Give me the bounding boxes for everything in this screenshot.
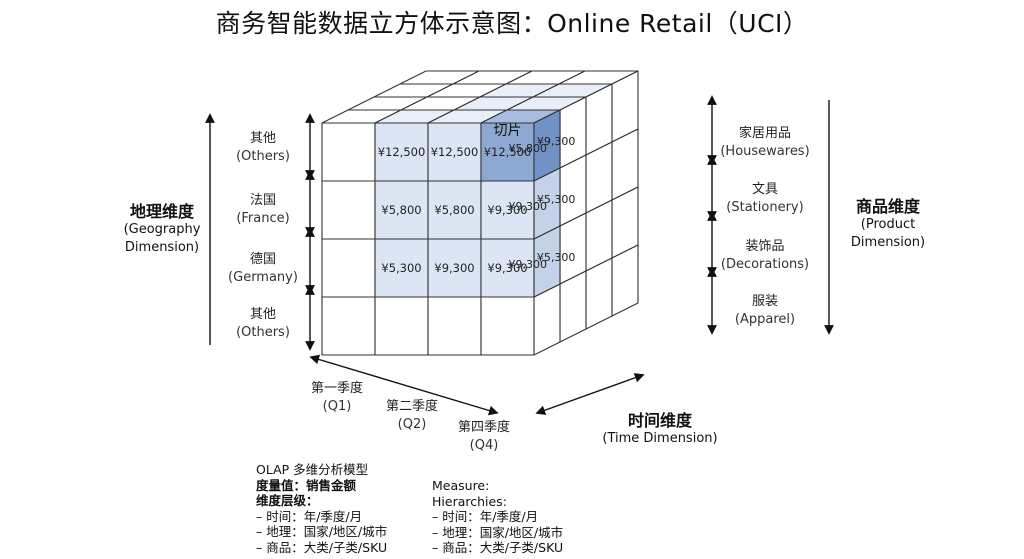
- side-cell-value: ¥9,300: [509, 200, 548, 213]
- cell-value: ¥12,500: [431, 145, 479, 159]
- geo-level-3: 德国(Germany): [228, 252, 298, 285]
- cell-value: ¥5,800: [381, 203, 421, 217]
- cube-right-face: [559, 270, 587, 343]
- cell-value: ¥12,500: [484, 145, 532, 159]
- product-level-1: 家居用品(Housewares): [720, 126, 810, 159]
- cell-value: ¥5,800: [434, 203, 474, 217]
- time-depth-arrow: [535, 373, 645, 415]
- cube-front-face: [321, 122, 376, 182]
- time-axis-arrow: [309, 354, 499, 416]
- slice-label: 切片: [494, 123, 522, 139]
- cell-value: ¥9,300: [487, 203, 527, 217]
- side-cell-value: ¥5,800: [509, 142, 548, 155]
- product-level-3: 装饰品(Decorations): [720, 239, 810, 272]
- highlight-side-face: [533, 225, 561, 298]
- time-level-1: 第一季度(Q1): [310, 381, 363, 414]
- cube-front-face: [321, 296, 376, 356]
- side-cell-value: ¥5,300: [537, 251, 576, 264]
- cube-front-face: [374, 296, 429, 356]
- geo-level-4: 其他(Others): [236, 307, 290, 340]
- geo-level-1: 其他(Others): [236, 131, 290, 164]
- product-level-2: 文具(Stationery): [726, 182, 804, 215]
- time-level-3: 第四季度(Q4): [457, 420, 510, 453]
- side-cell-value: ¥5,300: [537, 193, 576, 206]
- product-dimension-title: 商品维度 (Product Dimension): [850, 197, 926, 251]
- cell-value: ¥12,500: [378, 145, 426, 159]
- cube-right-face: [585, 257, 613, 330]
- side-cell-value: ¥9,300: [509, 258, 548, 271]
- side-cell-value: ¥9,300: [537, 135, 576, 148]
- geography-dimension-title: 地理维度 (Geography Dimension): [123, 202, 201, 256]
- cube-right-face: [611, 244, 639, 317]
- cube-front-face: [321, 180, 376, 240]
- time-dimension-title: 时间维度 (Time Dimension): [602, 411, 718, 447]
- legend-heading: OLAP 多维分析模型: [256, 462, 369, 477]
- cube-front-face: [427, 296, 482, 356]
- geo-level-2: 法国(France): [236, 193, 290, 226]
- legend-chinese: OLAP 多维分析模型 度量值：销售金额 维度层级： – 时间：年/季度/月 –…: [256, 462, 388, 555]
- cell-value: ¥5,300: [381, 261, 421, 275]
- page-title: 商务智能数据立方体示意图：Online Retail（UCI）: [215, 9, 809, 38]
- time-level-2: 第二季度(Q2): [385, 399, 438, 432]
- cell-value: ¥9,300: [434, 261, 474, 275]
- legend-english: Measure: Hierarchies: – 时间：年/季度/月 – 地理：国…: [432, 478, 564, 555]
- cube-front-face: [480, 296, 535, 356]
- cell-value: ¥9,300: [487, 261, 527, 275]
- product-level-4: 服装(Apparel): [734, 294, 796, 327]
- cube-front-face: [321, 238, 376, 298]
